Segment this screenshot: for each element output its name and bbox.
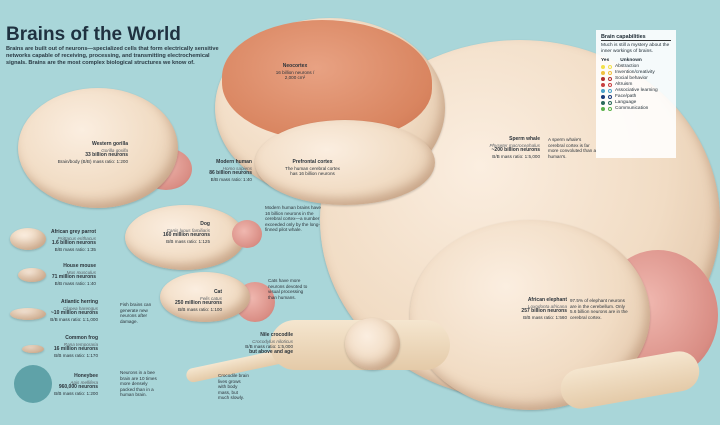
legend-swatch-unknown — [608, 65, 612, 69]
capabilities-legend: Brain capabilities Much is still a myste… — [596, 30, 676, 158]
legend-swatch — [601, 77, 605, 81]
legend-swatch-unknown — [608, 89, 612, 93]
legend-subtitle: Much is still a mystery about the inner … — [601, 43, 670, 54]
crocodile-note: Crocodile brain lives grows with body ma… — [218, 373, 249, 401]
legend-swatch — [601, 95, 605, 99]
elephant-note: 97.5% of elephant neurons are in the cer… — [570, 298, 628, 320]
legend-item-label: Abstraction — [615, 64, 639, 69]
legend-item: Language — [601, 100, 671, 106]
bee-note: Neurons in a bee brain are 10 times more… — [120, 370, 157, 398]
legend-swatch-unknown — [608, 77, 612, 81]
legend-item-label: Social behavior — [615, 76, 648, 81]
human-temporal-lobe — [255, 120, 435, 205]
whale-note: A sperm whale's cerebral cortex is far m… — [548, 137, 597, 159]
legend-swatch-unknown — [608, 71, 612, 75]
legend-item-label: Face/path — [615, 94, 637, 99]
legend-item: Communication — [601, 106, 671, 112]
legend-swatch-unknown — [608, 101, 612, 105]
herring-brain — [10, 308, 46, 320]
legend-swatch — [601, 89, 605, 93]
legend-item-label: Invention/creativity — [615, 70, 655, 75]
herring-note: Fish brains can generate new neurons aft… — [120, 302, 152, 324]
intro-text: Brains are built out of neurons—speciali… — [6, 46, 219, 66]
legend-swatch-unknown — [608, 95, 612, 99]
legend-swatch — [601, 71, 605, 75]
legend-item: Face/path — [601, 94, 671, 100]
legend-item: Invention/creativity — [601, 70, 671, 76]
frog-brain — [22, 345, 44, 353]
legend-item: Abstraction — [601, 64, 671, 70]
parrot-brain — [10, 228, 46, 250]
legend-swatch — [601, 101, 605, 105]
legend-swatch — [601, 65, 605, 69]
legend-item-label: Language — [615, 100, 637, 105]
page-title: Brains of the World — [6, 24, 181, 45]
legend-swatch — [601, 107, 605, 111]
mouse-brain — [18, 268, 46, 282]
legend-item-label: Associative learning — [615, 88, 658, 93]
cat-note: Cats have more neurons devoted to visual… — [268, 278, 308, 300]
legend-item: Altruism — [601, 82, 671, 88]
human-note: Modern human brains have 16 billion neur… — [265, 205, 321, 233]
legend-item: Social behavior — [601, 76, 671, 82]
legend-swatch-unknown — [608, 83, 612, 87]
gorilla-brain — [18, 88, 178, 208]
cat-brain — [160, 272, 250, 322]
honeybee-brain-icon — [14, 365, 52, 403]
dog-brain — [125, 205, 245, 270]
legend-item-label: Communication — [615, 106, 649, 111]
crocodile-cerebrum — [345, 318, 400, 370]
legend-unknown: Unknown — [620, 58, 642, 63]
legend-item: Associative learning — [601, 88, 671, 94]
legend-swatch-unknown — [608, 107, 612, 111]
legend-title: Brain capabilities — [601, 34, 671, 41]
dog-cerebellum — [232, 220, 262, 248]
legend-swatch — [601, 83, 605, 87]
legend-yes: Yes — [601, 58, 610, 63]
legend-item-label: Altruism — [615, 82, 633, 87]
